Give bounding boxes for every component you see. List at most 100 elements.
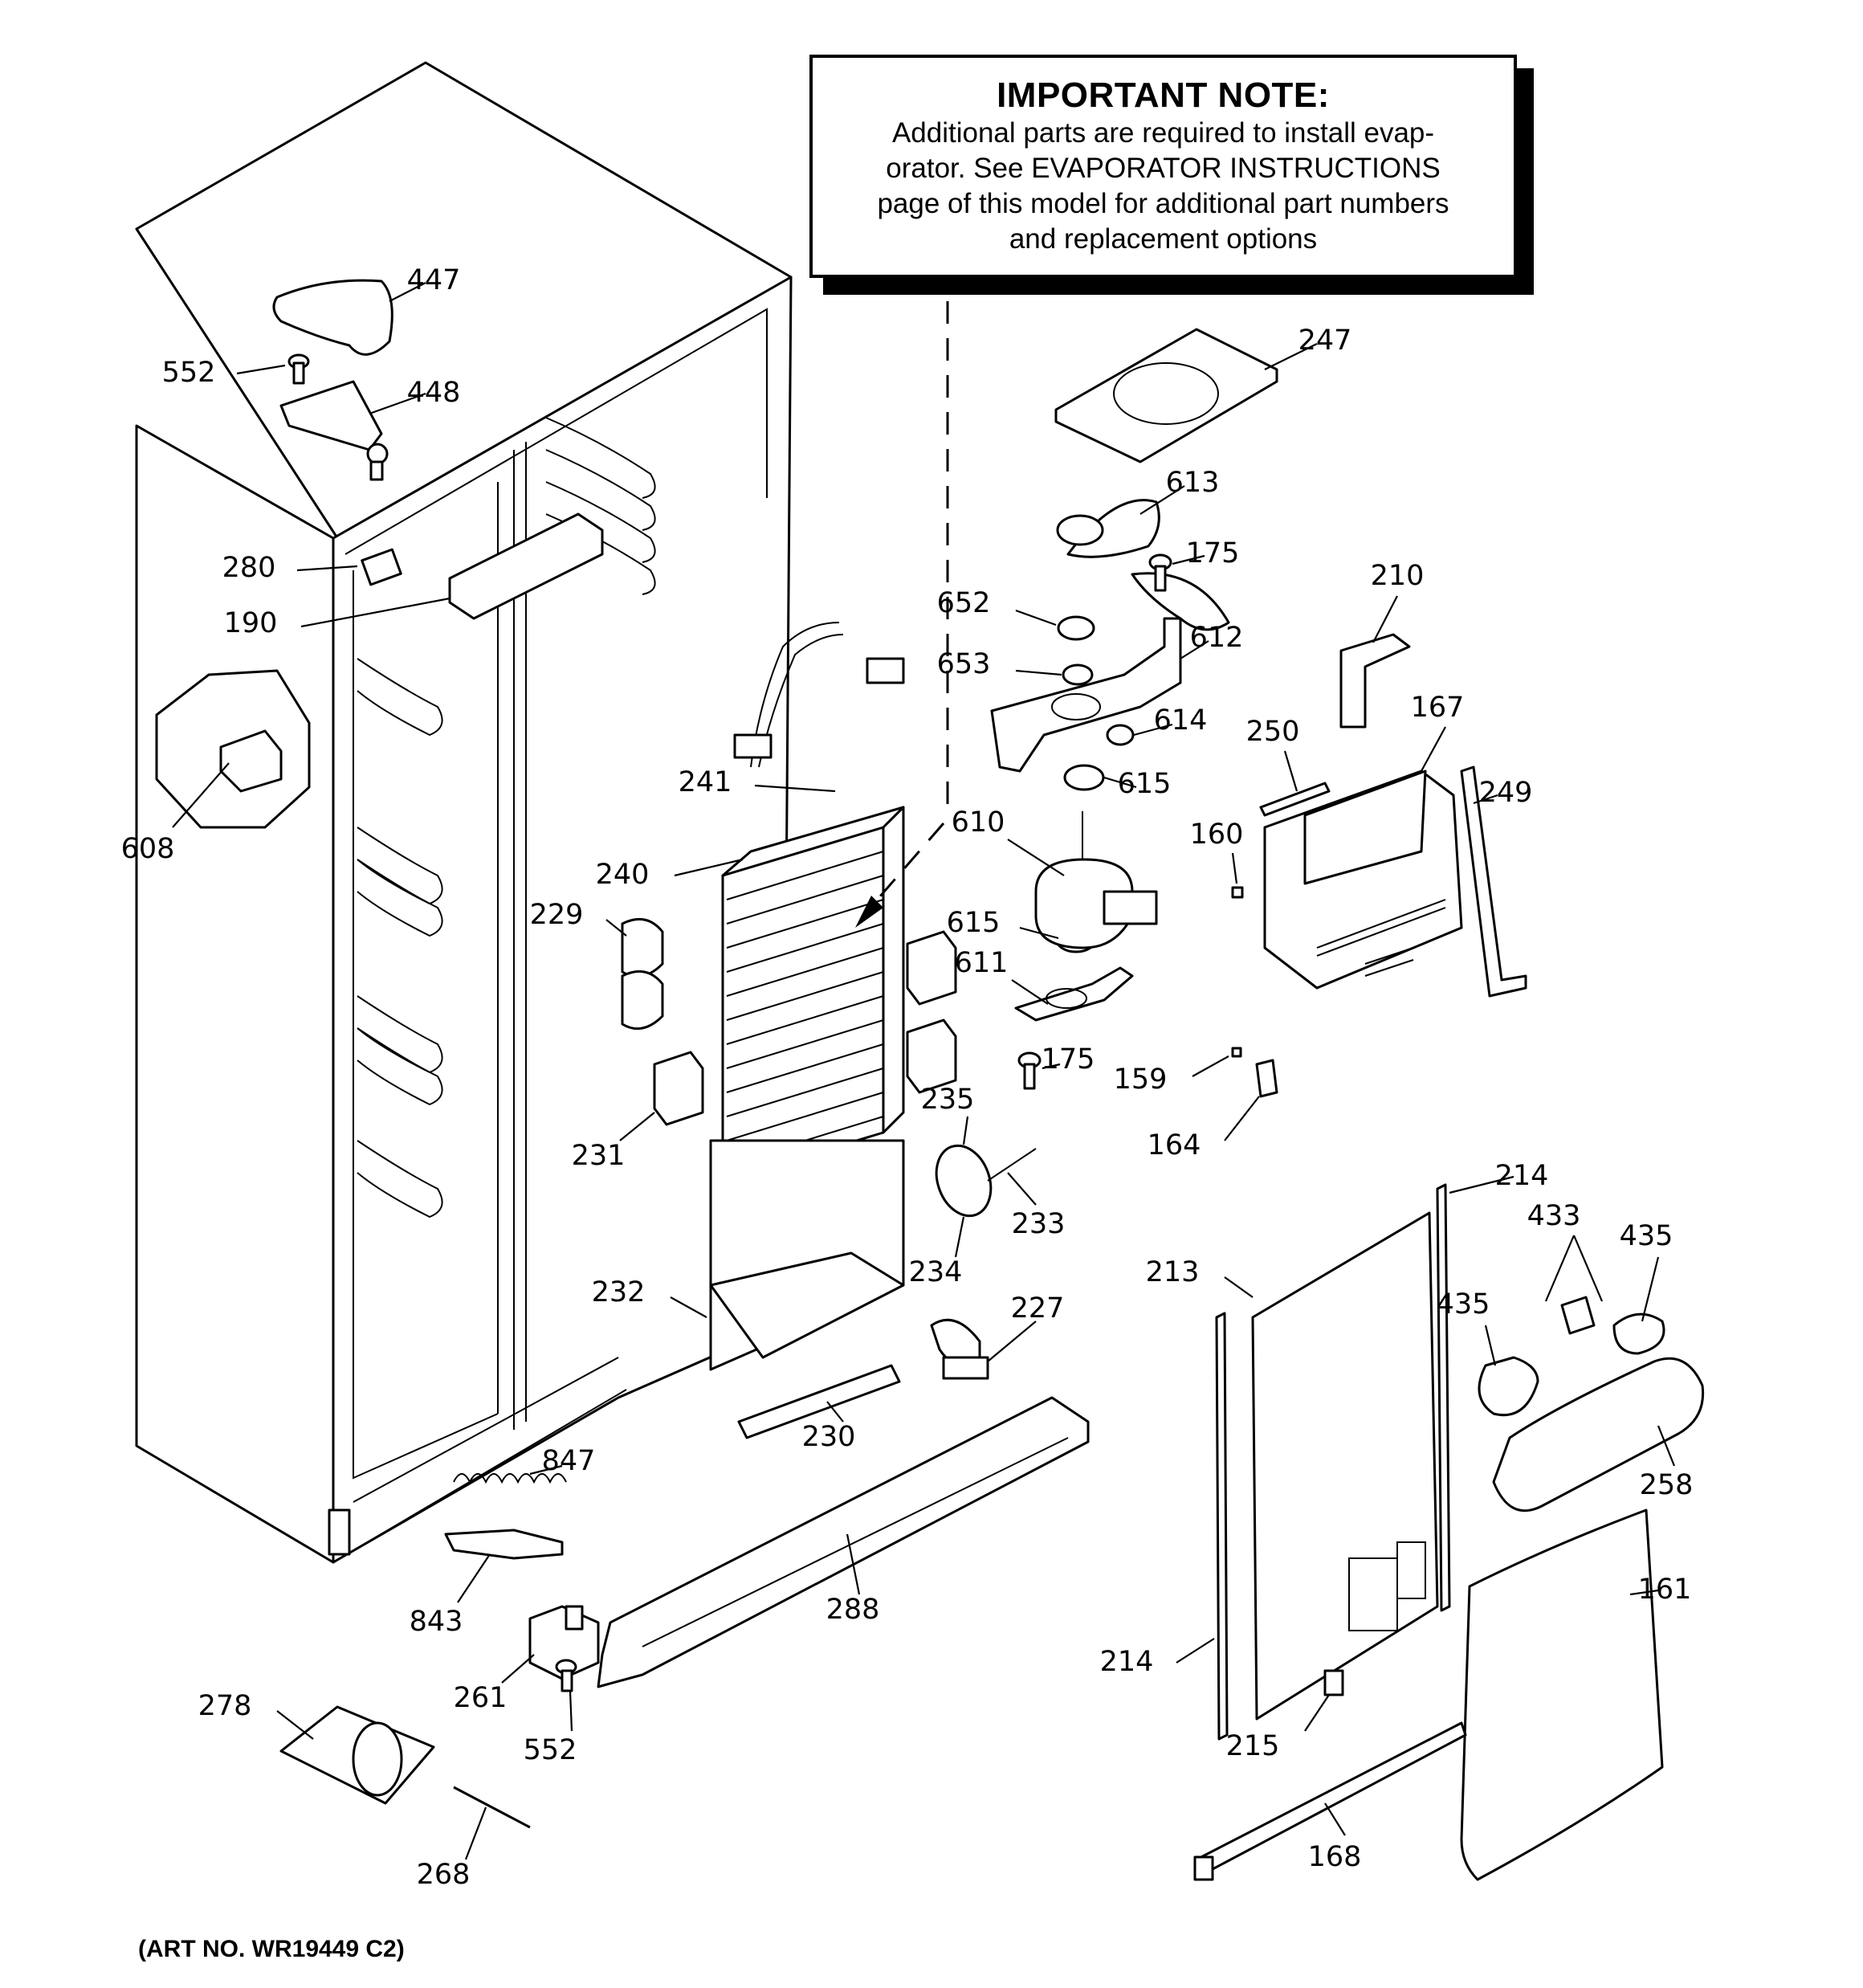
callout-280: 280 — [222, 552, 276, 584]
callout-552: 552 — [524, 1734, 577, 1766]
callout-175: 175 — [1042, 1043, 1095, 1076]
callout-652: 652 — [937, 587, 991, 619]
callout-610: 610 — [952, 806, 1005, 839]
part-614-grommet — [1106, 724, 1135, 746]
callout-615: 615 — [1118, 768, 1172, 800]
part-213-panel — [1251, 1211, 1439, 1721]
callout-229: 229 — [530, 899, 584, 931]
part-611-bracket — [1014, 966, 1134, 1022]
part-249-strip — [1460, 765, 1527, 998]
part-552-screw — [287, 353, 310, 385]
callout-233: 233 — [1012, 1208, 1066, 1240]
note-line: page of this model for additional part n… — [877, 188, 1449, 219]
callout-190: 190 — [224, 607, 278, 639]
part-435-bulb — [1478, 1312, 1665, 1417]
part-258-light-shield — [1492, 1357, 1705, 1512]
part-215-clip — [1323, 1669, 1344, 1696]
part-288-grille-frame — [597, 1396, 1090, 1688]
part-247-fan-shroud — [1054, 328, 1278, 463]
callout-447: 447 — [407, 264, 461, 296]
callout-435: 435 — [1437, 1288, 1490, 1321]
part-214-seal — [1215, 1183, 1451, 1741]
callout-653: 653 — [937, 648, 991, 680]
callout-435: 435 — [1620, 1220, 1673, 1252]
part-261-bracket — [528, 1605, 600, 1680]
leader-lines — [172, 282, 1676, 1860]
callout-261: 261 — [454, 1682, 508, 1714]
callout-230: 230 — [802, 1421, 856, 1453]
callout-847: 847 — [542, 1445, 596, 1477]
part-448-hinge — [279, 380, 389, 481]
callout-160: 160 — [1190, 818, 1244, 851]
callout-258: 258 — [1640, 1469, 1694, 1501]
part-610-motor — [1034, 811, 1158, 949]
part-175-screw — [1017, 553, 1172, 1090]
callout-278: 278 — [198, 1690, 252, 1722]
part-612-bracket — [990, 617, 1182, 773]
part-161-kickplate — [1460, 1508, 1664, 1881]
callout-241: 241 — [679, 766, 732, 798]
important-note-box: IMPORTANT NOTE: Additional parts are req… — [809, 55, 1517, 278]
part-168-rail — [1193, 1721, 1467, 1881]
callout-250: 250 — [1246, 716, 1300, 748]
callout-labels: 447 552 448 280 190 608 247 613 175 652 612 653 614 6… — [121, 264, 1694, 1891]
callout-268: 268 — [417, 1859, 471, 1891]
part-447-hinge-cover — [272, 279, 393, 356]
callout-168: 168 — [1308, 1841, 1362, 1873]
callout-611: 611 — [955, 947, 1009, 979]
callout-448: 448 — [407, 377, 461, 409]
callout-240: 240 — [596, 859, 650, 891]
callout-843: 843 — [410, 1606, 463, 1638]
part-234-grille — [935, 1144, 1037, 1218]
callout-235: 235 — [921, 1084, 975, 1116]
callout-613: 613 — [1166, 467, 1220, 499]
callout-164: 164 — [1148, 1129, 1201, 1161]
part-278-roller — [279, 1705, 435, 1805]
part-227-connector — [930, 1318, 989, 1380]
callout-288: 288 — [826, 1594, 880, 1626]
callout-159: 159 — [1114, 1063, 1168, 1096]
callout-161: 161 — [1638, 1574, 1692, 1606]
part-433-socket — [1560, 1296, 1596, 1335]
callout-232: 232 — [592, 1276, 646, 1308]
part-552-screw-bottom — [555, 1659, 577, 1692]
callout-608: 608 — [121, 833, 175, 865]
part-843-closer — [444, 1529, 564, 1560]
part-160-tab — [1231, 886, 1244, 899]
callout-552: 552 — [162, 357, 216, 389]
callout-234: 234 — [909, 1256, 963, 1288]
part-847-spring — [453, 1473, 567, 1484]
part-250-strip — [1259, 782, 1331, 817]
evaporator-dashed-leader — [855, 301, 949, 928]
note-line: and replacement options — [1009, 223, 1318, 255]
callout-231: 231 — [572, 1140, 626, 1172]
callout-612: 612 — [1190, 622, 1244, 654]
part-167-housing — [1263, 769, 1463, 990]
note-title: IMPORTANT NOTE: — [997, 76, 1330, 115]
callout-214: 214 — [1100, 1646, 1154, 1678]
callout-167: 167 — [1411, 692, 1465, 724]
part-159-tab — [1231, 1047, 1242, 1058]
note-line: Additional parts are required to install… — [891, 117, 1435, 149]
part-231-block — [653, 930, 957, 1126]
art-number: (ART NO. WR19449 C2) — [138, 1936, 405, 1962]
callout-433: 433 — [1527, 1200, 1581, 1232]
callout-215: 215 — [1226, 1730, 1280, 1762]
note-line: orator. See EVAPORATOR INSTRUCTIONS — [886, 153, 1441, 184]
callout-213: 213 — [1146, 1256, 1200, 1288]
callout-615: 615 — [947, 907, 1001, 939]
callout-247: 247 — [1298, 325, 1352, 357]
part-229-clip — [621, 917, 664, 1031]
callout-614: 614 — [1154, 704, 1208, 737]
callout-214: 214 — [1495, 1160, 1549, 1192]
part-608-switch — [155, 669, 311, 829]
callout-227: 227 — [1011, 1292, 1065, 1325]
part-652-grommet — [1057, 615, 1095, 641]
part-210-cover — [1339, 633, 1411, 729]
part-164-clip — [1255, 1059, 1278, 1098]
callout-249: 249 — [1479, 777, 1533, 809]
evaporator-assembly — [709, 622, 905, 1439]
callout-175: 175 — [1186, 537, 1240, 569]
